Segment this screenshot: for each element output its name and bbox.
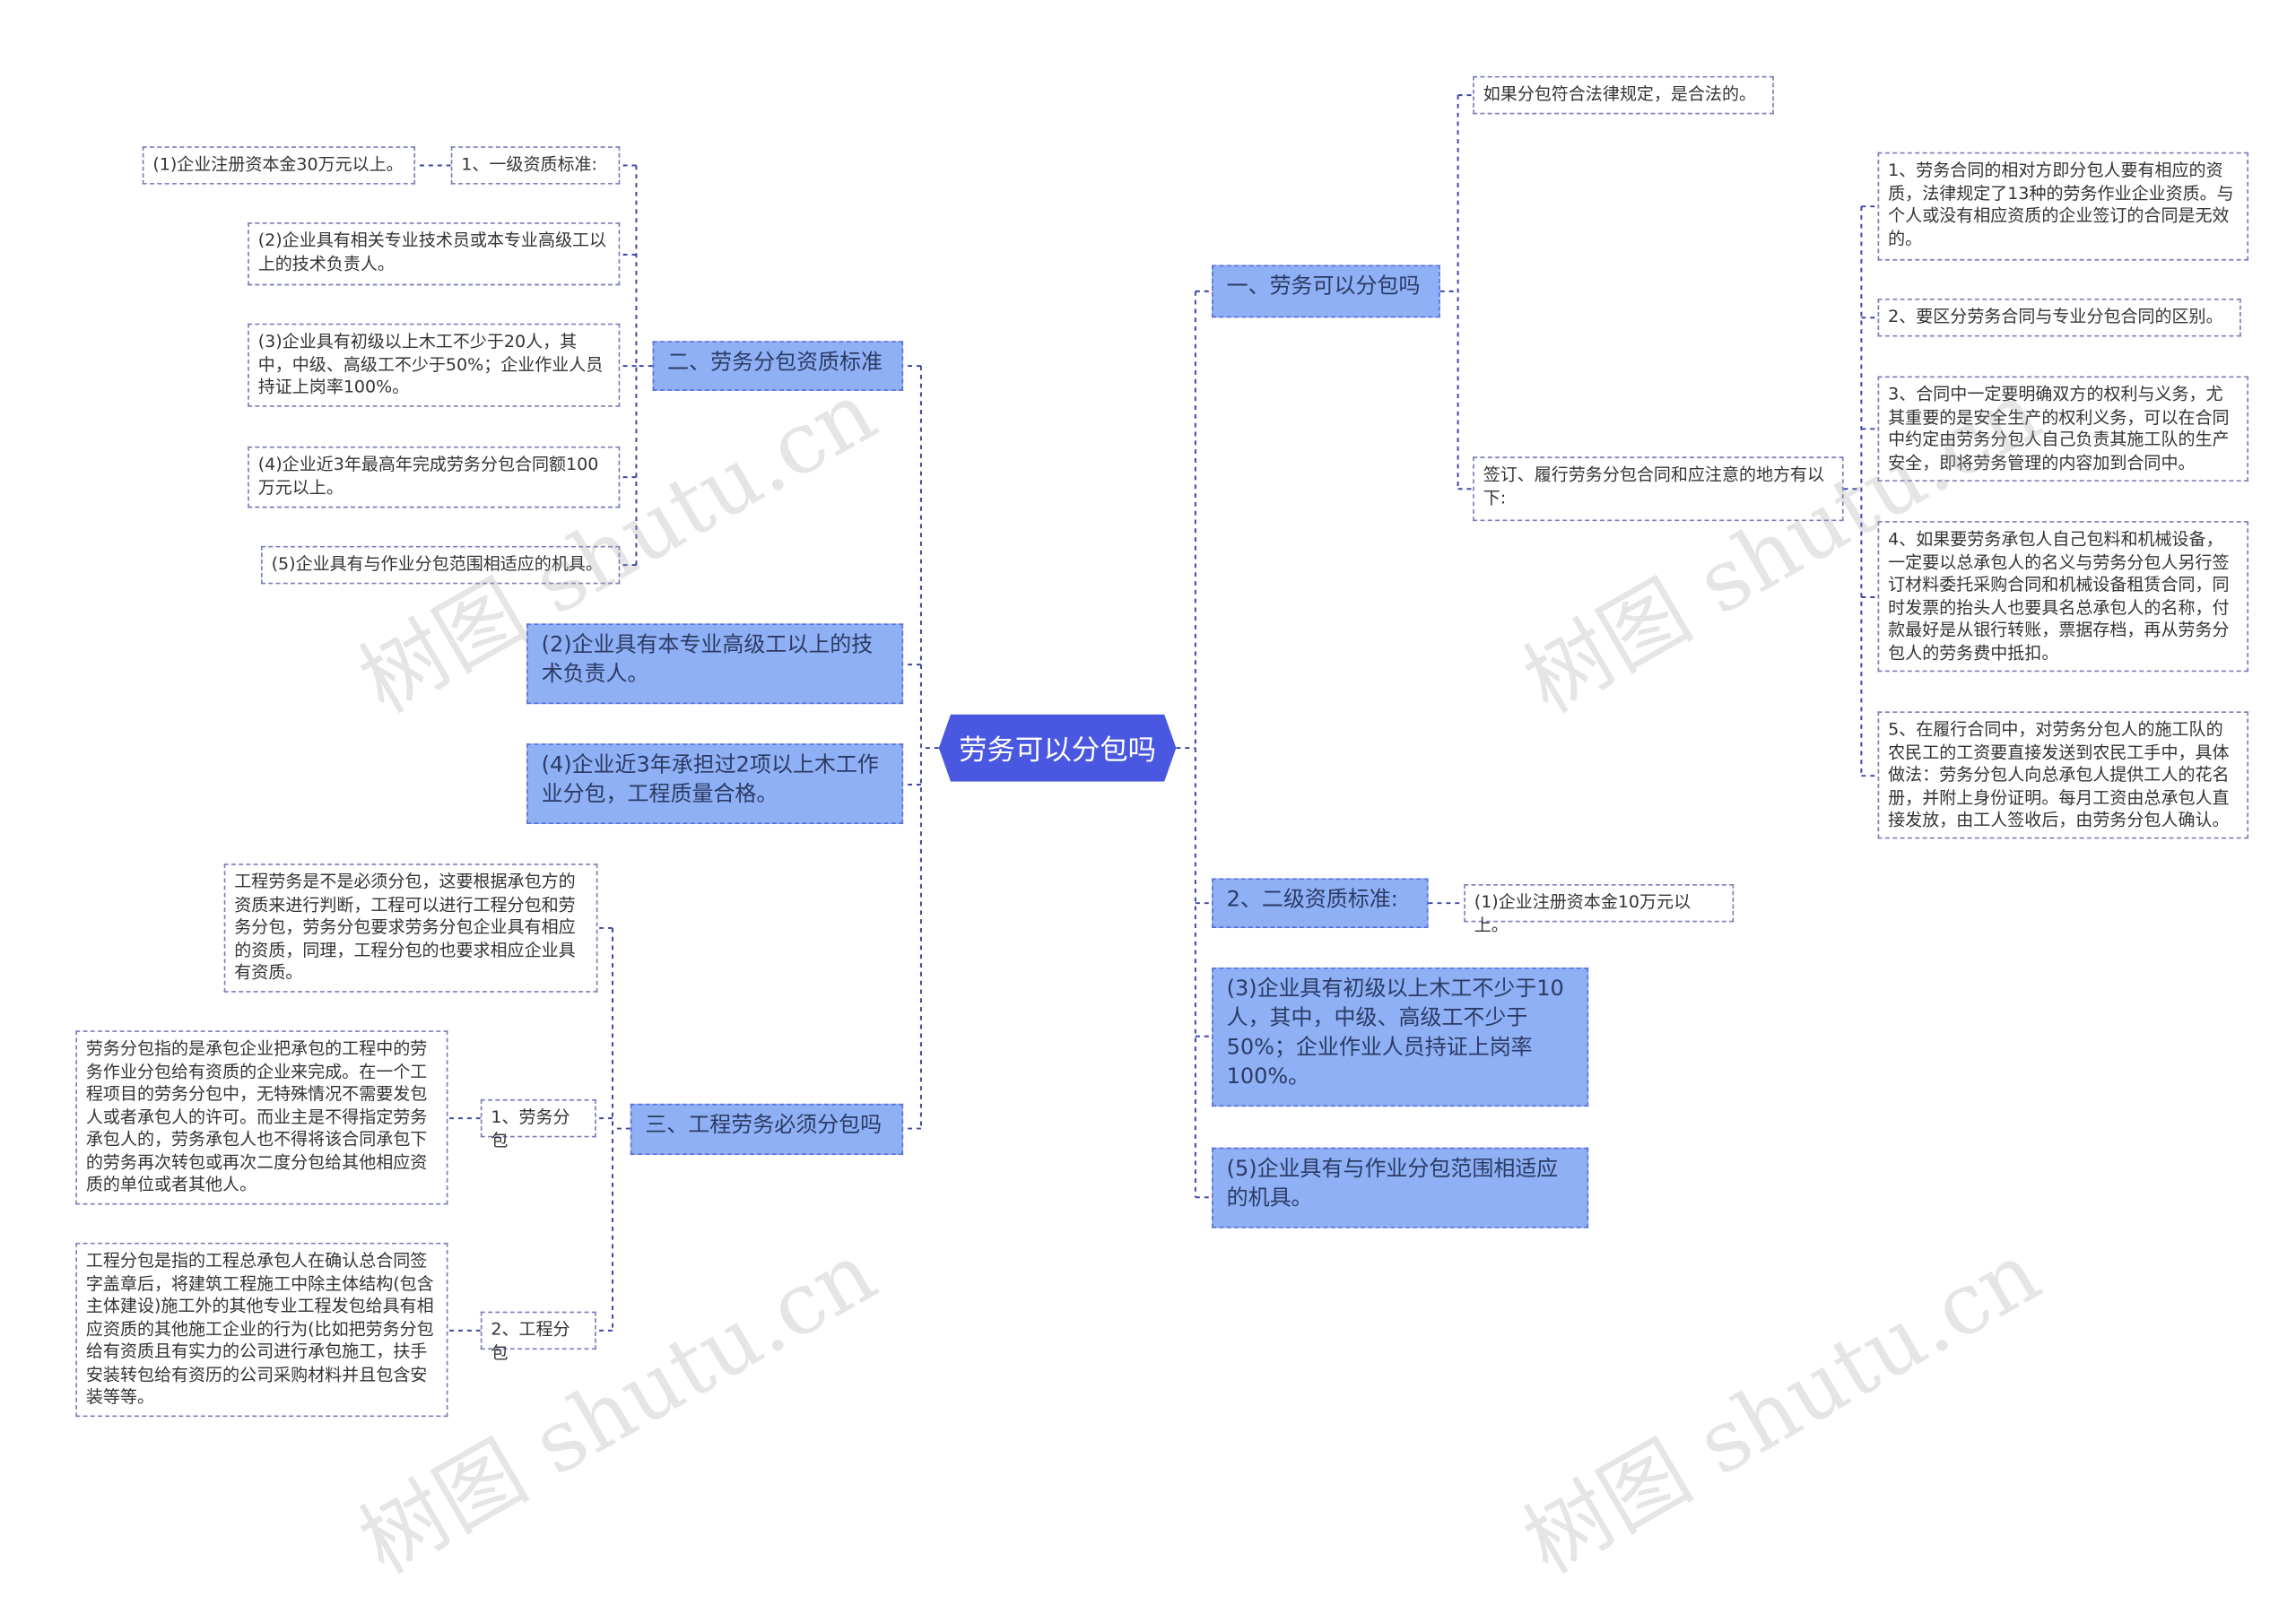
- branch-carpenters-10[interactable]: (3)企业具有初级以上木工不少于10人，其中，中级、高级工不少于50%；企业作业…: [1212, 968, 1589, 1107]
- branch-must-subcontract[interactable]: 三、工程劳务必须分包吗: [630, 1103, 904, 1155]
- leaf-note-4[interactable]: 4、如果要劳务承包人自己包料和机械设备，一定要以总承包人的名义与劳务分包人另行签…: [1877, 521, 2249, 673]
- leaf-labor-subcontract[interactable]: 1、劳务分包: [480, 1098, 596, 1150]
- leaf-equipment[interactable]: (5)企业具有与作业分包范围相适应的机具。: [261, 545, 621, 585]
- branch-labor-qualification[interactable]: 二、劳务分包资质标准: [652, 341, 904, 391]
- leaf-intro[interactable]: 工程劳务是不是必须分包，这要根据承包方的资质来进行判断，工程可以进行工程分包和劳…: [223, 864, 598, 993]
- leaf-note-1[interactable]: 1、劳务合同的相对方即分包人要有相应的资质，法律规定了13种的劳务作业企业资质。…: [1877, 152, 2249, 261]
- branch-equipment-right[interactable]: (5)企业具有与作业分包范围相适应的机具。: [1212, 1147, 1589, 1228]
- mindmap-canvas: 劳务可以分包吗 一、劳务可以分包吗 如果分包符合法律规定，是合法的。 签订、履行…: [75, 75, 2249, 1593]
- leaf-contract-100[interactable]: (4)企业近3年最高年完成劳务分包合同额100万元以上。: [248, 446, 621, 508]
- leaf-sign-notes[interactable]: 签订、履行劳务分包合同和应注意的地方有以下:: [1473, 456, 1844, 522]
- leaf-project-subcontract-text[interactable]: 工程分包是指的工程总承包人在确认总合同签字盖章后，将建筑工程施工中除主体结构(包…: [75, 1242, 448, 1418]
- leaf-note-3[interactable]: 3、合同中一定要明确双方的权利与义务，尤其重要的是安全生产的权利义务，可以在合同…: [1877, 376, 2249, 482]
- branch-senior-tech[interactable]: (2)企业具有本专业高级工以上的技术负责人。: [526, 623, 904, 705]
- connector-lines: [415, 94, 1878, 1332]
- leaf-labor-subcontract-text[interactable]: 劳务分包指的是承包企业把承包的工程中的劳务作业分包给有资质的企业来完成。在一个工…: [75, 1030, 448, 1205]
- branch-level2-standard[interactable]: 2、二级资质标准:: [1212, 878, 1429, 928]
- leaf-level1-capital[interactable]: (1)企业注册资本金30万元以上。: [142, 146, 416, 185]
- leaf-note-2[interactable]: 2、要区分劳务合同与专业分包合同的区别。: [1877, 299, 2241, 337]
- leaf-tech-lead[interactable]: (2)企业具有相关专业技术员或本专业高级工以上的技术负责人。: [248, 222, 621, 286]
- leaf-level2-capital[interactable]: (1)企业注册资本金10万元以上。: [1464, 883, 1735, 934]
- branch-labor-subcontract-ok[interactable]: 一、劳务可以分包吗: [1212, 265, 1440, 318]
- leaf-carpenters-20[interactable]: (3)企业具有初级以上木工不少于20人，其中，中级、高级工不少于50%；企业作业…: [248, 323, 621, 407]
- leaf-level1-standard[interactable]: 1、一级资质标准:: [450, 146, 621, 185]
- root-node[interactable]: 劳务可以分包吗: [938, 714, 1177, 782]
- leaf-project-subcontract[interactable]: 2、工程分包: [480, 1311, 596, 1362]
- leaf-legal[interactable]: 如果分包符合法律规定，是合法的。: [1473, 75, 1774, 115]
- branch-carpentry-projects[interactable]: (4)企业近3年承担过2项以上木工作业分包，工程质量合格。: [526, 743, 904, 825]
- leaf-note-5[interactable]: 5、在履行合同中，对劳务分包人的施工队的农民工的工资要直接发送到农民工手中，具体…: [1877, 711, 2249, 839]
